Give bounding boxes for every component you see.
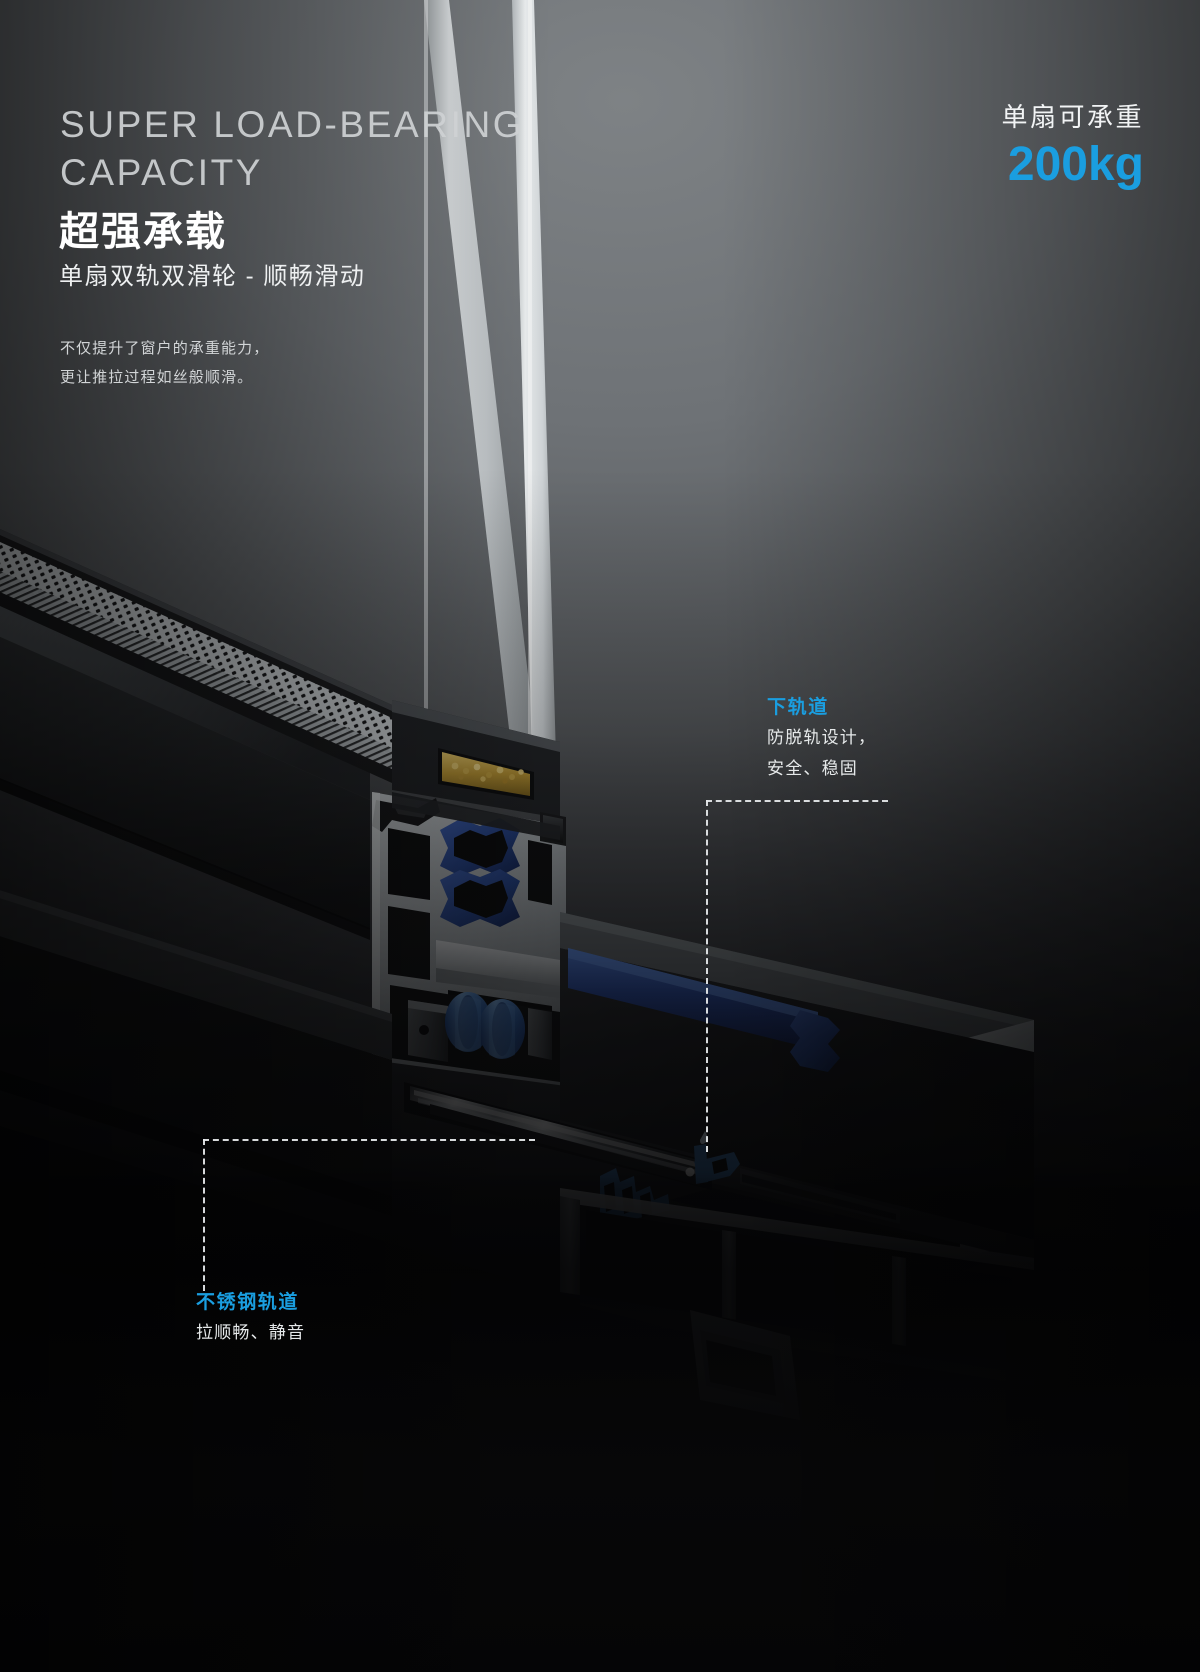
background-shade-left: [0, 0, 552, 1672]
body-paragraph: 不仅提升了窗户的承重能力， 更让推拉过程如丝般顺滑。: [60, 340, 270, 386]
load-capacity-badge: 单扇可承重 200kg: [1001, 100, 1144, 193]
callout-lower-track: 下轨道 防脱轨设计， 安全、稳固: [767, 694, 876, 784]
callout-lower-track-body: 防脱轨设计， 安全、稳固: [767, 728, 877, 778]
headline-english: SUPER LOAD-BEARING CAPACITY: [60, 104, 525, 193]
subheadline-chinese: 单扇双轨双滑轮 - 顺畅滑动: [59, 263, 366, 290]
callout-lower-track-title: 下轨道: [767, 697, 829, 718]
callout-stainless-rail-title: 不锈钢轨道: [196, 1292, 300, 1313]
headline-chinese: 超强承载: [59, 210, 227, 254]
load-capacity-value: 200kg: [1007, 138, 1144, 191]
callout-stainless-rail-body: 拉顺畅、静音: [196, 1323, 306, 1342]
background-shade-right: [720, 0, 1200, 1672]
load-capacity-label: 单扇可承重: [1001, 102, 1144, 132]
callout-stainless-rail: 不锈钢轨道 拉顺畅、静音: [196, 1289, 305, 1348]
